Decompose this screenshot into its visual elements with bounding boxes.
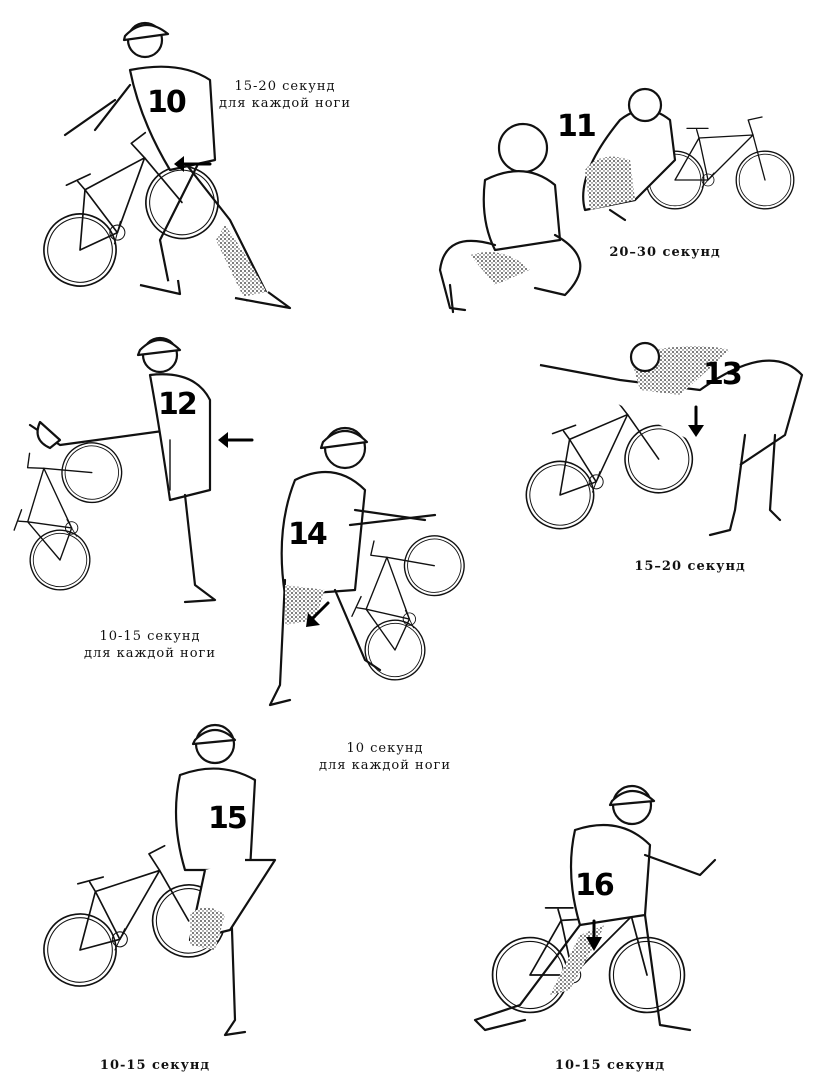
exercise-11-number: 11 bbox=[557, 109, 597, 144]
exercise-16: 16 10-15 секунд bbox=[460, 775, 800, 1080]
exercise-15-duration: 10-15 секунд bbox=[99, 1058, 211, 1073]
exercise-15-number: 15 bbox=[208, 801, 248, 836]
exercise-14: 14 10 секунд для каждой ноги bbox=[255, 420, 495, 780]
exercise-10: 10 15-20 секунд для каждой ноги bbox=[13, 10, 350, 320]
exercise-12-note: для каждой ноги bbox=[83, 646, 217, 661]
exercise-11-illustration bbox=[438, 87, 795, 314]
exercise-12-illustration bbox=[0, 336, 217, 604]
exercise-16-duration: 10-15 секунд bbox=[554, 1058, 666, 1073]
exercise-11-caption: 20–30 секунд bbox=[595, 244, 735, 261]
exercise-10-illustration bbox=[13, 21, 292, 310]
exercise-16-number: 16 bbox=[575, 868, 615, 903]
exercise-10-caption: 15-20 секунд для каждой ноги bbox=[205, 78, 365, 112]
exercise-14-duration: 10 секунд bbox=[346, 741, 424, 756]
exercise-13: 13 15–20 секунд bbox=[502, 335, 820, 585]
left-arrow-icon-12 bbox=[218, 432, 254, 448]
exercise-10-duration: 15-20 секунд bbox=[234, 79, 336, 94]
exercise-13-caption: 15–20 секунд bbox=[615, 558, 765, 575]
exercise-15-illustration bbox=[24, 723, 277, 1037]
left-arrow-icon bbox=[174, 156, 212, 172]
down-arrow-icon-16 bbox=[586, 919, 602, 951]
exercise-13-duration: 15–20 секунд bbox=[634, 559, 746, 574]
exercise-10-note: для каждой ноги bbox=[218, 96, 352, 111]
exercise-14-number: 14 bbox=[288, 517, 328, 552]
exercise-13-number: 13 bbox=[703, 357, 743, 392]
exercise-16-illustration bbox=[473, 784, 717, 1032]
exercise-11-duration: 20–30 секунд bbox=[609, 245, 721, 260]
exercise-12-duration: 10-15 секунд bbox=[99, 629, 201, 644]
exercise-12-number: 12 bbox=[158, 387, 198, 422]
exercise-11: 11 20–30 секунд bbox=[425, 60, 805, 330]
diagonal-arrow-icon-14 bbox=[306, 601, 330, 627]
exercise-14-illustration bbox=[268, 426, 475, 707]
exercise-14-note: для каждой ноги bbox=[318, 758, 452, 773]
exercise-14-caption: 10 секунд для каждой ноги bbox=[295, 740, 475, 774]
exercise-15-caption: 10-15 секунд bbox=[85, 1057, 225, 1074]
exercise-13-illustration bbox=[502, 341, 804, 539]
down-arrow-icon-13 bbox=[688, 405, 704, 437]
exercise-12-caption: 10-15 секунд для каждой ноги bbox=[65, 628, 235, 662]
exercise-12: 12 10-15 секунд для каждой ноги bbox=[0, 330, 260, 670]
exercise-10-number: 10 bbox=[147, 85, 187, 120]
exercise-16-caption: 10-15 секунд bbox=[535, 1057, 685, 1074]
exercise-15: 15 10-15 секунд bbox=[24, 720, 300, 1080]
